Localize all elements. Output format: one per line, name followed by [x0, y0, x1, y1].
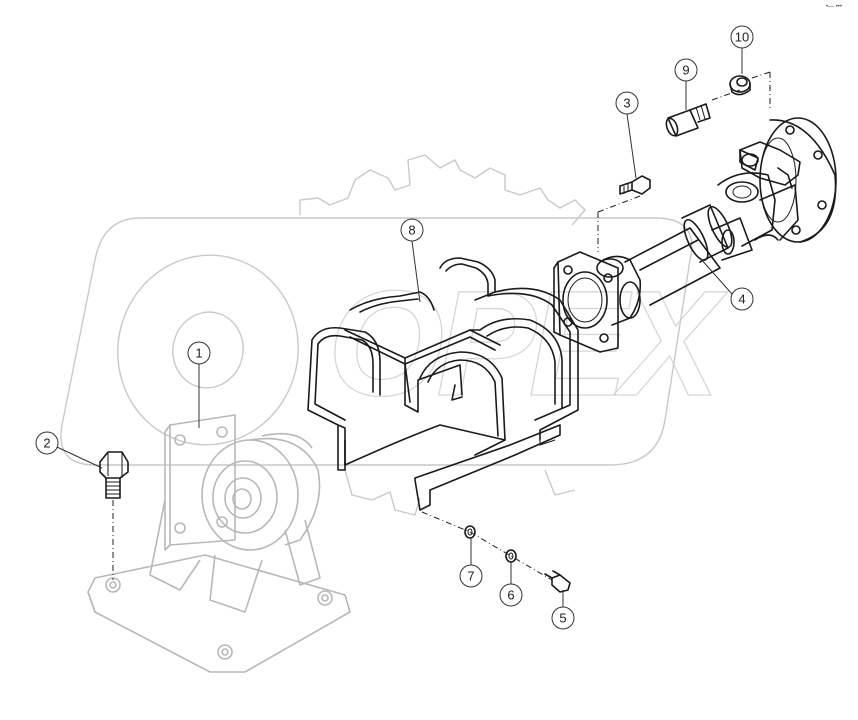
callout-4-label: 4: [738, 292, 745, 307]
callout-9-label: 9: [682, 63, 689, 78]
part-2-hex-bolt: [99, 451, 129, 580]
callout-10: 10: [730, 25, 754, 74]
watermark-frame: [60, 217, 693, 466]
callout-6: 6: [499, 562, 523, 607]
watermark-logo: OPEX: [60, 154, 737, 516]
callout-3-label: 3: [623, 96, 630, 111]
part-5-screw: [544, 570, 571, 593]
callout-5-label: 5: [559, 611, 566, 626]
callout-6-label: 6: [507, 588, 514, 603]
callout-7: 7: [459, 538, 483, 588]
part-7-washer: [464, 525, 476, 539]
callout-5: 5: [551, 590, 575, 630]
callout-3: 3: [615, 91, 639, 179]
callout-2: 2: [35, 431, 103, 469]
callout-8: 8: [400, 218, 424, 303]
callout-1-label: 1: [195, 346, 202, 361]
part-3-bolt: [619, 175, 651, 195]
callouts: 1 2 3 4 5 6: [35, 25, 754, 630]
part-4-cardan-shaft: [553, 72, 837, 353]
part-6-lock-nut: [505, 549, 517, 563]
callout-9: 9: [674, 58, 698, 110]
corner-mark: •— •••: [826, 4, 842, 10]
part-1-gearbox-housing: [87, 414, 351, 673]
callout-7-label: 7: [467, 569, 474, 584]
part-8-shaft-guard: [307, 257, 579, 511]
callout-1: 1: [187, 341, 211, 428]
callout-8-label: 8: [408, 223, 415, 238]
watermark-gear: [299, 154, 586, 226]
part-9-socket-screw: [665, 89, 741, 137]
callout-4: 4: [699, 257, 754, 311]
watermark-text: OPEX: [328, 259, 729, 427]
callout-2-label: 2: [43, 436, 50, 451]
part-10-washer: [729, 71, 771, 96]
callout-10-label: 10: [735, 30, 749, 45]
